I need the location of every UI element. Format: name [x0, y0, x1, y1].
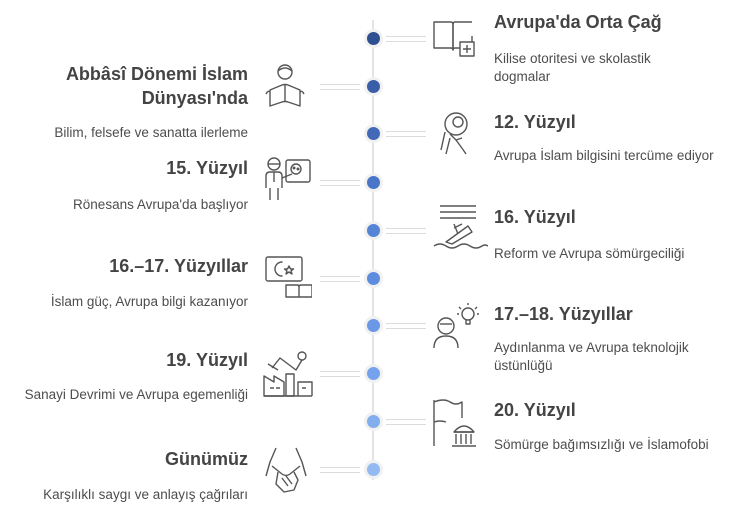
connector-line [320, 84, 360, 90]
event-title: Avrupa'da Orta Çağ [494, 12, 662, 32]
timeline-marker [366, 318, 380, 332]
thinking-person-icon [436, 110, 476, 156]
event-title: 20. Yüzyıl [494, 400, 576, 420]
event-description: Avrupa İslam bilgisini tercüme ediyor [494, 148, 714, 163]
book-plus-icon [432, 16, 478, 62]
timeline-marker [366, 271, 380, 285]
event-title: 16.–17. Yüzyıllar [109, 256, 248, 276]
event-description: Sömürge bağımsızlığı ve İslamofobi [494, 437, 709, 452]
connector-line [386, 36, 426, 42]
connector-line [386, 228, 426, 234]
painter-icon [262, 156, 312, 202]
connector-line [386, 323, 426, 329]
event-title: Günümüz [165, 449, 248, 469]
event-title: 12. Yüzyıl [494, 112, 576, 132]
event-title: 15. Yüzyıl [166, 158, 248, 178]
factory-icon [262, 348, 314, 398]
timeline-marker [366, 79, 380, 93]
timeline-marker [366, 414, 380, 428]
handshake-icon [262, 446, 310, 496]
connector-line [320, 180, 360, 186]
crescent-book-icon [262, 253, 312, 299]
event-description: Rönesans Avrupa'da başlıyor [73, 197, 248, 212]
event-description: Sanayi Devrimi ve Avrupa egemenliği [24, 387, 248, 402]
lightbulb-person-icon [432, 302, 484, 350]
timeline-marker [366, 223, 380, 237]
timeline-marker [366, 31, 380, 45]
event-description: İslam güç, Avrupa bilgi kazanıyor [50, 294, 248, 309]
event-description: Reform ve Avrupa sömürgeciliği [494, 246, 685, 261]
connector-line [320, 371, 360, 377]
connector-line [320, 276, 360, 282]
event-title: 19. Yüzyıl [166, 350, 248, 370]
reading-person-icon [262, 62, 308, 108]
event-title: 16. Yüzyıl [494, 207, 576, 227]
timeline-marker [366, 175, 380, 189]
event-description: Karşılıklı saygı ve anlayış çağrıları [43, 487, 248, 502]
flag-building-icon [432, 398, 478, 448]
timeline-marker [366, 366, 380, 380]
connector-line [386, 131, 426, 137]
event-title: Abbâsî Dönemi İslam Dünyası'nda [65, 64, 248, 108]
event-title: 17.–18. Yüzyıllar [494, 304, 633, 324]
event-description: Kilise otoritesi ve skolastik dogmalar [494, 51, 651, 84]
timeline-axis [372, 20, 374, 480]
event-description: Aydınlanma ve Avrupa teknolojik üstünlüğ… [494, 340, 689, 373]
timeline-marker [366, 462, 380, 476]
timeline-marker [366, 126, 380, 140]
sinking-ship-icon [432, 204, 488, 252]
connector-line [320, 467, 360, 473]
connector-line [386, 419, 426, 425]
event-description: Bilim, felsefe ve sanatta ilerleme [54, 125, 248, 140]
